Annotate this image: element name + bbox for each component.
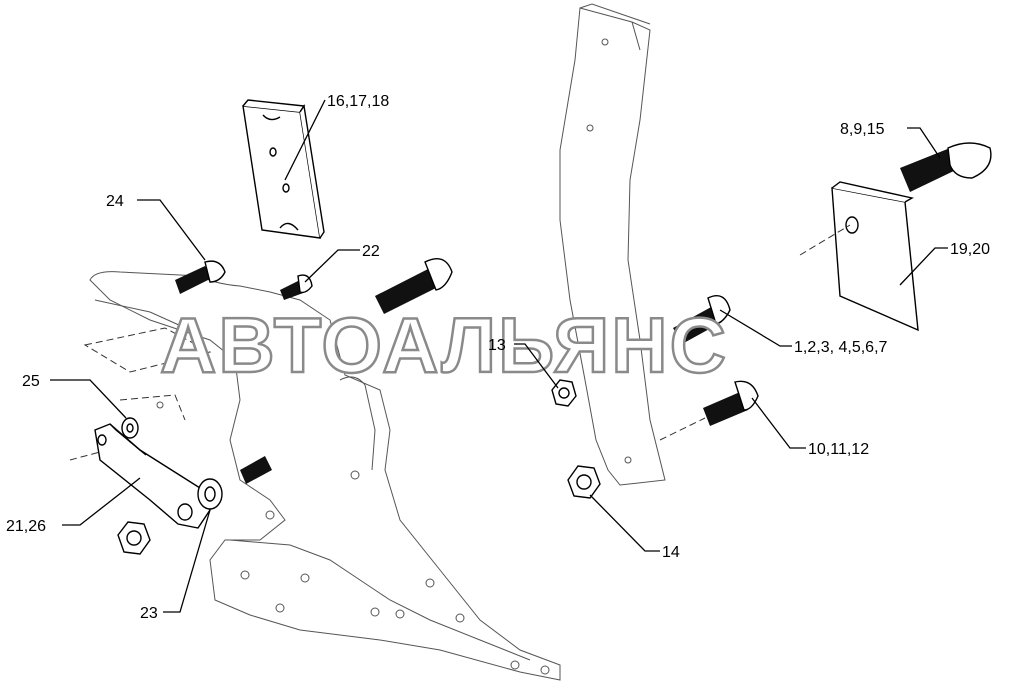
link-arm: [69, 423, 211, 529]
callout-10-11-12: 10,11,12: [808, 441, 869, 458]
callout-13: 13: [488, 337, 506, 354]
callout-8-9-15: 8,9,15: [840, 121, 885, 138]
callout-22: 22: [362, 243, 380, 260]
callout-25: 25: [22, 373, 40, 390]
blade-plate: [799, 181, 919, 332]
nut-14: [567, 465, 601, 499]
leader-lines: [50, 99, 948, 613]
callout-23: 23: [140, 605, 158, 622]
callout-1-7: 1,2,3, 4,5,6,7: [794, 339, 888, 356]
callout-21-26: 21,26: [6, 518, 46, 535]
bolt-10-12: [659, 380, 759, 441]
washer-23: [197, 478, 223, 510]
bolt-22: [280, 274, 313, 300]
threaded-stud: [240, 456, 272, 484]
bolt-1-7: [673, 295, 731, 344]
callout-14: 14: [662, 544, 680, 561]
watermark: АВТОАЛЬЯНС: [160, 301, 728, 389]
callout-16-17-18: 16,17,18: [327, 93, 389, 110]
nut-13: [551, 379, 577, 407]
nut-lower-left: [117, 521, 151, 555]
spacer-plate: [242, 99, 325, 239]
callout-24: 24: [106, 193, 124, 210]
long-bolt-upper: [375, 258, 453, 314]
vertical-shank: [559, 3, 666, 486]
callout-19-20: 19,20: [950, 241, 990, 258]
washer-25: [121, 417, 139, 439]
bolt-24: [175, 260, 226, 294]
carriage-bolt-top-right: [900, 142, 992, 192]
mounting-plate: [83, 271, 561, 681]
